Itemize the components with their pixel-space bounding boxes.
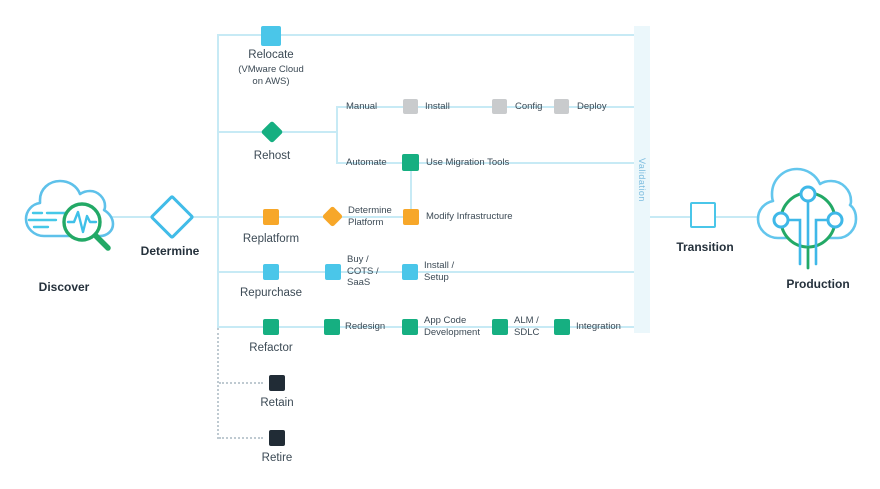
- discover-cloud-icon: [24, 179, 115, 251]
- connector-refactor-row: [217, 326, 634, 328]
- deploy-step-node: [554, 99, 569, 114]
- connector-relocate-row: [217, 34, 634, 36]
- install-setup-node: [402, 264, 418, 280]
- determine-platform-diamond: [321, 205, 344, 228]
- connector-automate-row: [336, 162, 634, 164]
- connector-dotted-trunk: [217, 328, 219, 439]
- circuit-nodes: [772, 185, 844, 229]
- repurchase-label: Repurchase: [239, 287, 303, 299]
- pulse-waveform: [66, 210, 98, 234]
- deploy-step-label: Deploy: [577, 101, 607, 112]
- integration-node: [554, 319, 570, 335]
- retain-node: [269, 375, 285, 391]
- retire-label: Retire: [261, 452, 293, 464]
- transition-node: [690, 202, 716, 228]
- retain-label: Retain: [260, 397, 294, 409]
- refactor-node: [263, 319, 279, 335]
- connector-rehost-branch: [336, 106, 338, 164]
- determine-decision-diamond: [149, 194, 195, 240]
- install-step-label: Install: [425, 101, 450, 112]
- install-setup-label: Install / Setup: [424, 260, 455, 283]
- speed-lines: [27, 211, 68, 229]
- integration-label: Integration: [576, 321, 621, 332]
- transition-label: Transition: [676, 240, 734, 254]
- validation-phase-bar: Validation: [634, 26, 650, 333]
- magnifier-lens: [62, 202, 102, 242]
- determine-platform-label: Determine Platform: [348, 205, 392, 228]
- connector-dotted-retire: [219, 437, 263, 439]
- alm-sdlc-node: [492, 319, 508, 335]
- connector-replatform-row: [217, 216, 419, 218]
- retire-node: [269, 430, 285, 446]
- relocate-sublabel-1: (VMware Cloud: [238, 64, 304, 75]
- validation-label: Validation: [637, 157, 647, 202]
- automate-branch-label: Automate: [346, 157, 387, 168]
- redesign-label: Redesign: [345, 321, 386, 332]
- refactor-label: Refactor: [249, 342, 293, 354]
- magnifier-handle: [92, 232, 111, 251]
- config-step-node: [492, 99, 507, 114]
- buy-cots-saas-label: Buy / COTS / SaaS: [347, 254, 379, 288]
- production-label: Production: [786, 277, 850, 291]
- connector-manual-row: [336, 106, 634, 108]
- replatform-label: Replatform: [242, 233, 300, 245]
- config-step-label: Config: [515, 101, 543, 112]
- use-migration-tools-label: Use Migration Tools: [426, 157, 510, 168]
- relocate-label: Relocate: [248, 49, 294, 61]
- install-step-node: [403, 99, 418, 114]
- discover-label: Discover: [38, 280, 90, 294]
- use-migration-tools-node: [402, 154, 419, 171]
- connector-trunk: [217, 34, 219, 328]
- rehost-label: Rehost: [253, 150, 291, 162]
- production-cloud-icon: [756, 167, 858, 270]
- relocate-sublabel-2: on AWS): [252, 76, 290, 87]
- rehost-node: [260, 120, 284, 144]
- repurchase-node: [263, 264, 279, 280]
- app-code-development-label: App Code Development: [424, 315, 480, 338]
- buy-cots-saas-node: [325, 264, 341, 280]
- modify-infrastructure-node: [403, 209, 419, 225]
- connector-migration-to-modify: [410, 162, 412, 217]
- relocate-node: [261, 26, 281, 46]
- redesign-node: [324, 319, 340, 335]
- alm-sdlc-label: ALM / SDLC: [514, 315, 540, 338]
- modify-infrastructure-label: Modify Infrastructure: [426, 211, 513, 222]
- connector-repurchase-row: [217, 271, 634, 273]
- manual-branch-label: Manual: [346, 101, 378, 112]
- app-code-development-node: [402, 319, 418, 335]
- connector-dotted-retain: [219, 382, 263, 384]
- replatform-node: [263, 209, 279, 225]
- determine-label: Determine: [140, 244, 200, 258]
